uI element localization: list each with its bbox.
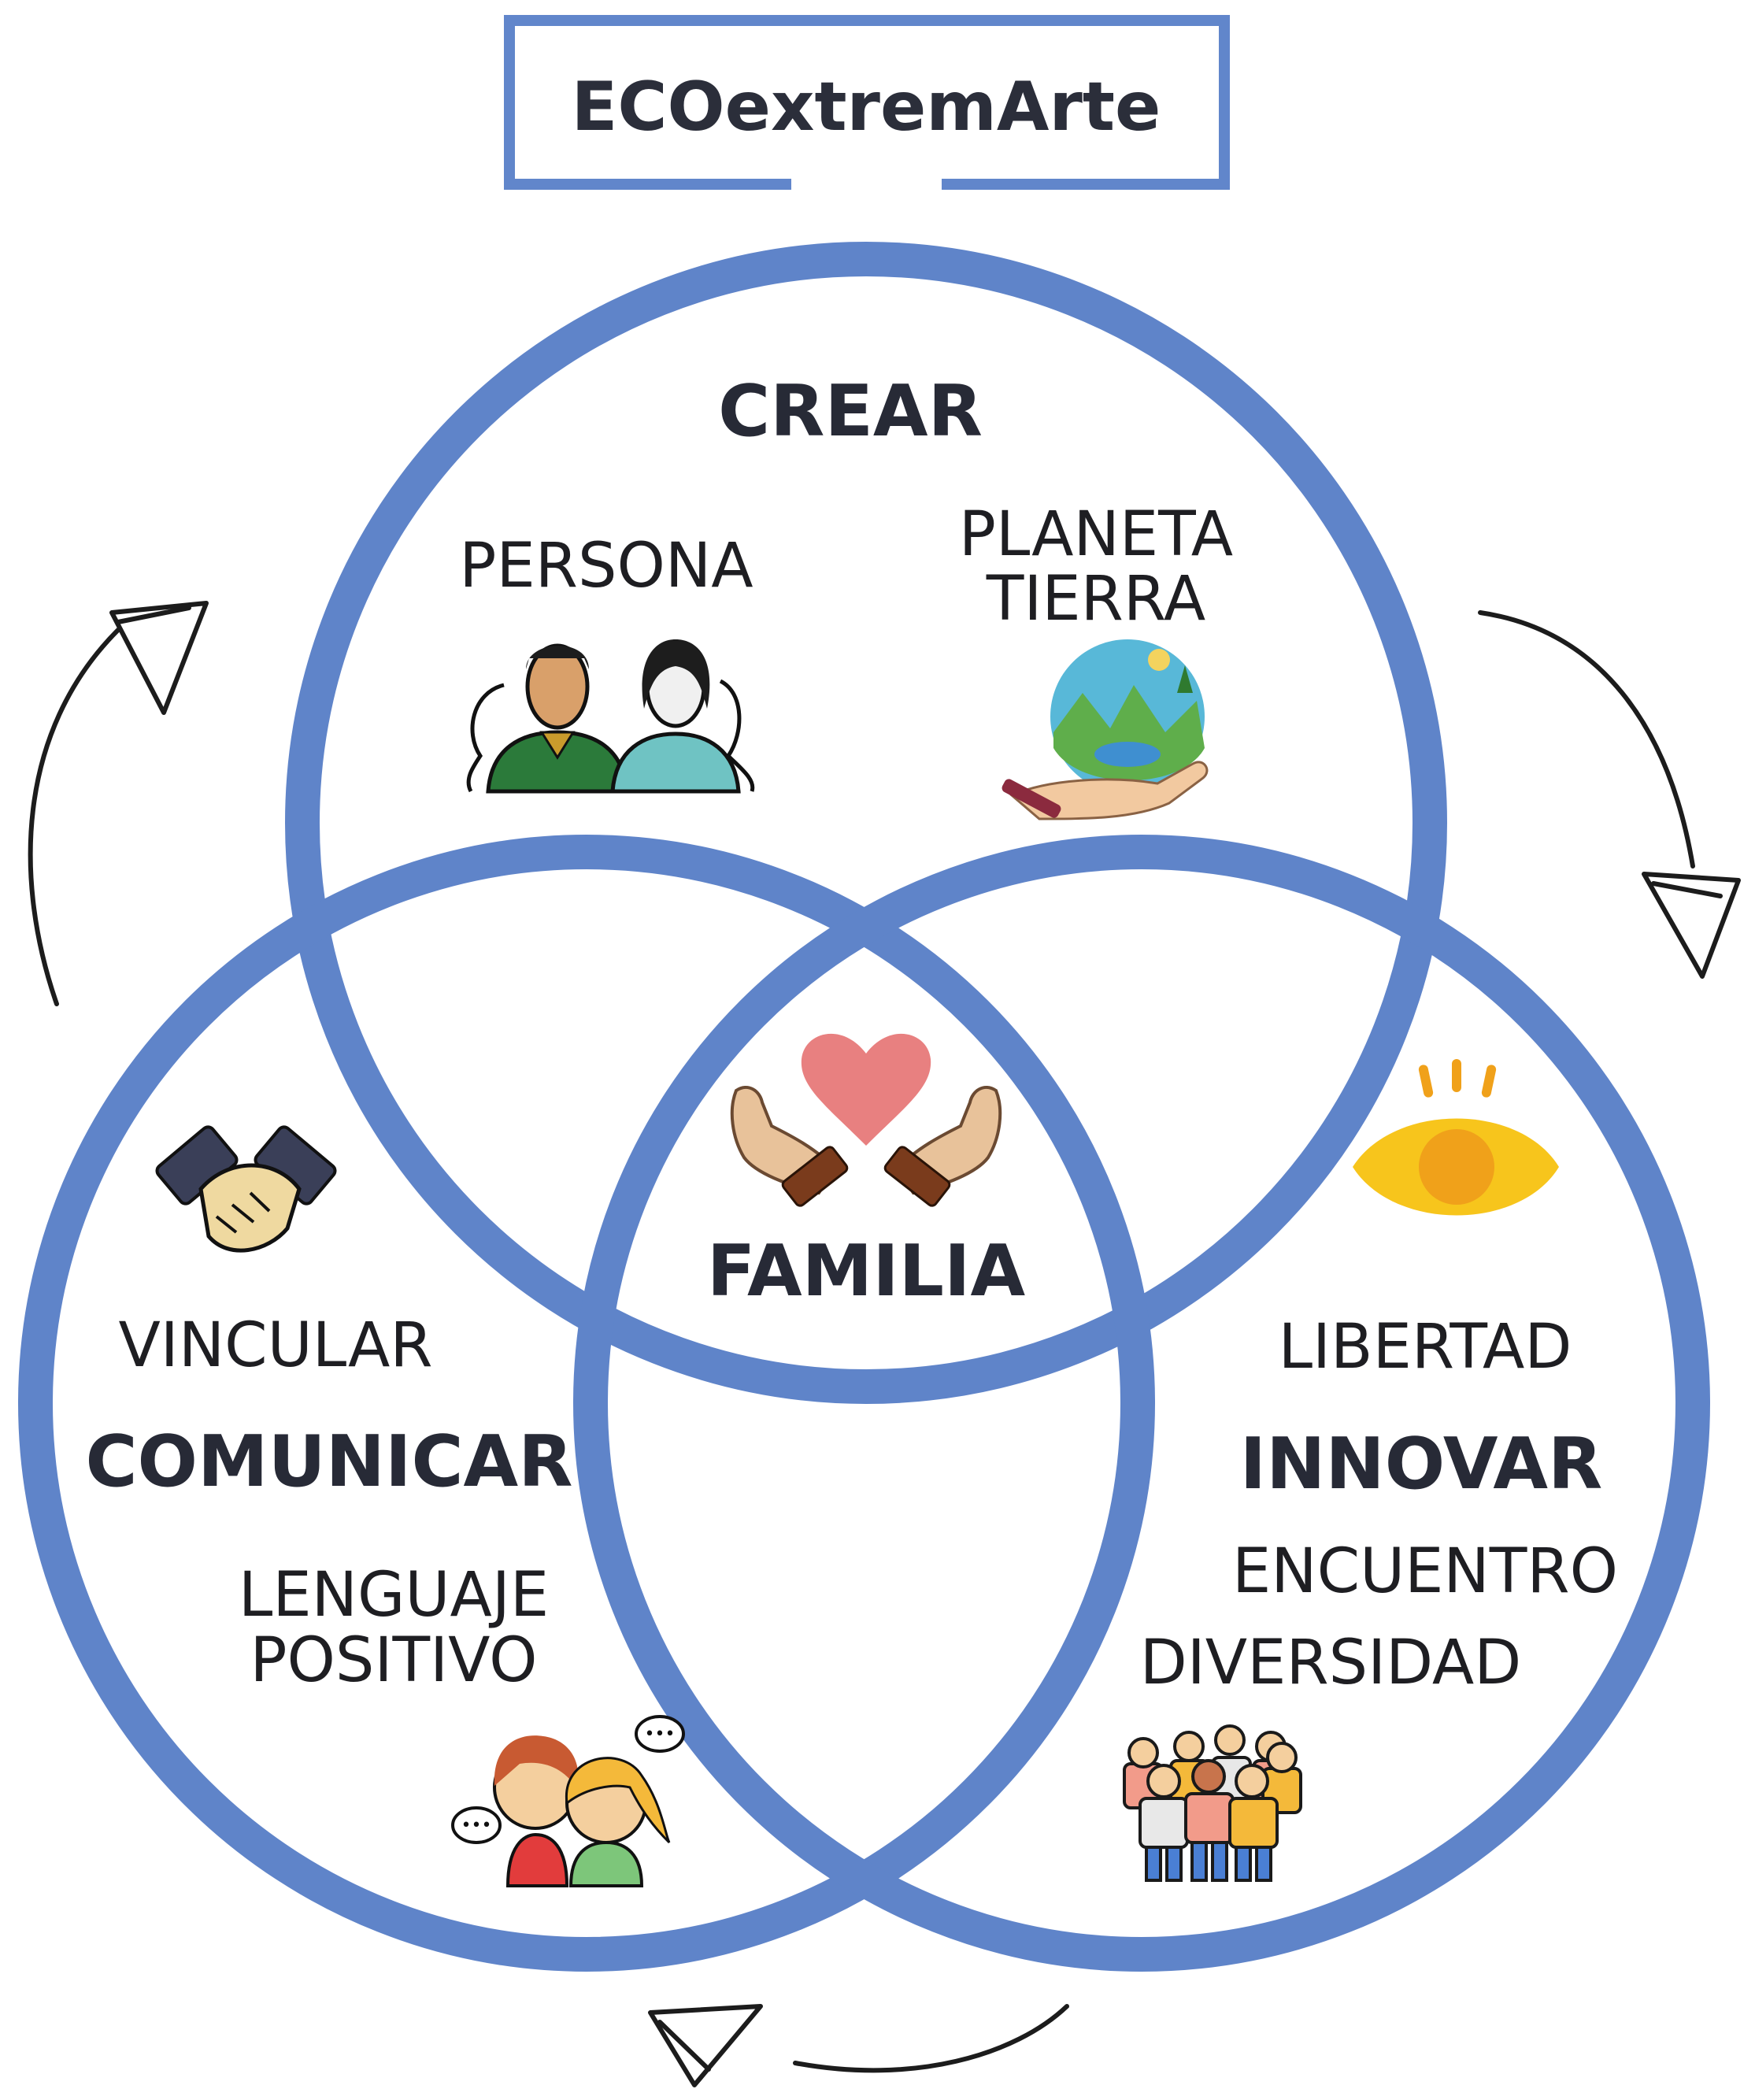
- ring-innovar: [573, 835, 1710, 1972]
- arrow-bottom-icon: [648, 2004, 1069, 2087]
- svg-text:•••: •••: [645, 1724, 676, 1744]
- familia-heading: FAMILIA: [707, 1230, 1026, 1313]
- libertad-label: LIBERTAD: [1279, 1312, 1572, 1383]
- encuentro-label: ENCUENTRO: [1232, 1536, 1618, 1607]
- crowd-icon: [1123, 1724, 1302, 1882]
- lenguaje-label-line1: LENGUAJE: [239, 1560, 549, 1631]
- ring-comunicar: [18, 835, 1155, 1972]
- innovar-heading: INNOVAR: [1240, 1423, 1603, 1506]
- section-familia: FAMILIA: [707, 1033, 1026, 1313]
- conversation-icon: ••• •••: [451, 1715, 685, 1887]
- people-icon: [466, 639, 755, 794]
- svg-text:•••: •••: [461, 1816, 492, 1835]
- title-frame: ECOextremArte: [504, 15, 1230, 190]
- section-comunicar: VINCULAR COMUNICAR LENGUAJE POSITIVO •••…: [85, 1125, 685, 1887]
- planeta-label-line1: PLANETA: [959, 499, 1233, 570]
- ring-crear: [285, 242, 1447, 1404]
- title: ECOextremArte: [572, 68, 1161, 146]
- crear-heading: CREAR: [718, 370, 983, 453]
- arrow-left-icon: [28, 601, 209, 1006]
- section-innovar: LIBERTAD INNOVAR ENCUENTRO DIVERSIDAD: [1123, 1059, 1618, 1882]
- vincular-label: VINCULAR: [118, 1310, 432, 1381]
- lenguaje-label-line2: POSITIVO: [250, 1625, 538, 1696]
- arrow-right-icon: [1478, 610, 1741, 979]
- eye-icon: [1353, 1059, 1559, 1216]
- handshake-icon: [155, 1125, 337, 1253]
- section-crear: CREAR PERSONA PLANETA TIERRA: [459, 370, 1233, 820]
- persona-label: PERSONA: [459, 531, 753, 602]
- planet-hand-icon: [1002, 639, 1209, 820]
- comunicar-heading: COMUNICAR: [85, 1420, 572, 1503]
- venn-rings: [18, 242, 1710, 1972]
- planeta-label-line2: TIERRA: [986, 564, 1206, 635]
- diversidad-label: DIVERSIDAD: [1140, 1628, 1522, 1698]
- cycle-arrows: [28, 601, 1741, 2087]
- heart-hands-icon: [730, 1033, 1002, 1207]
